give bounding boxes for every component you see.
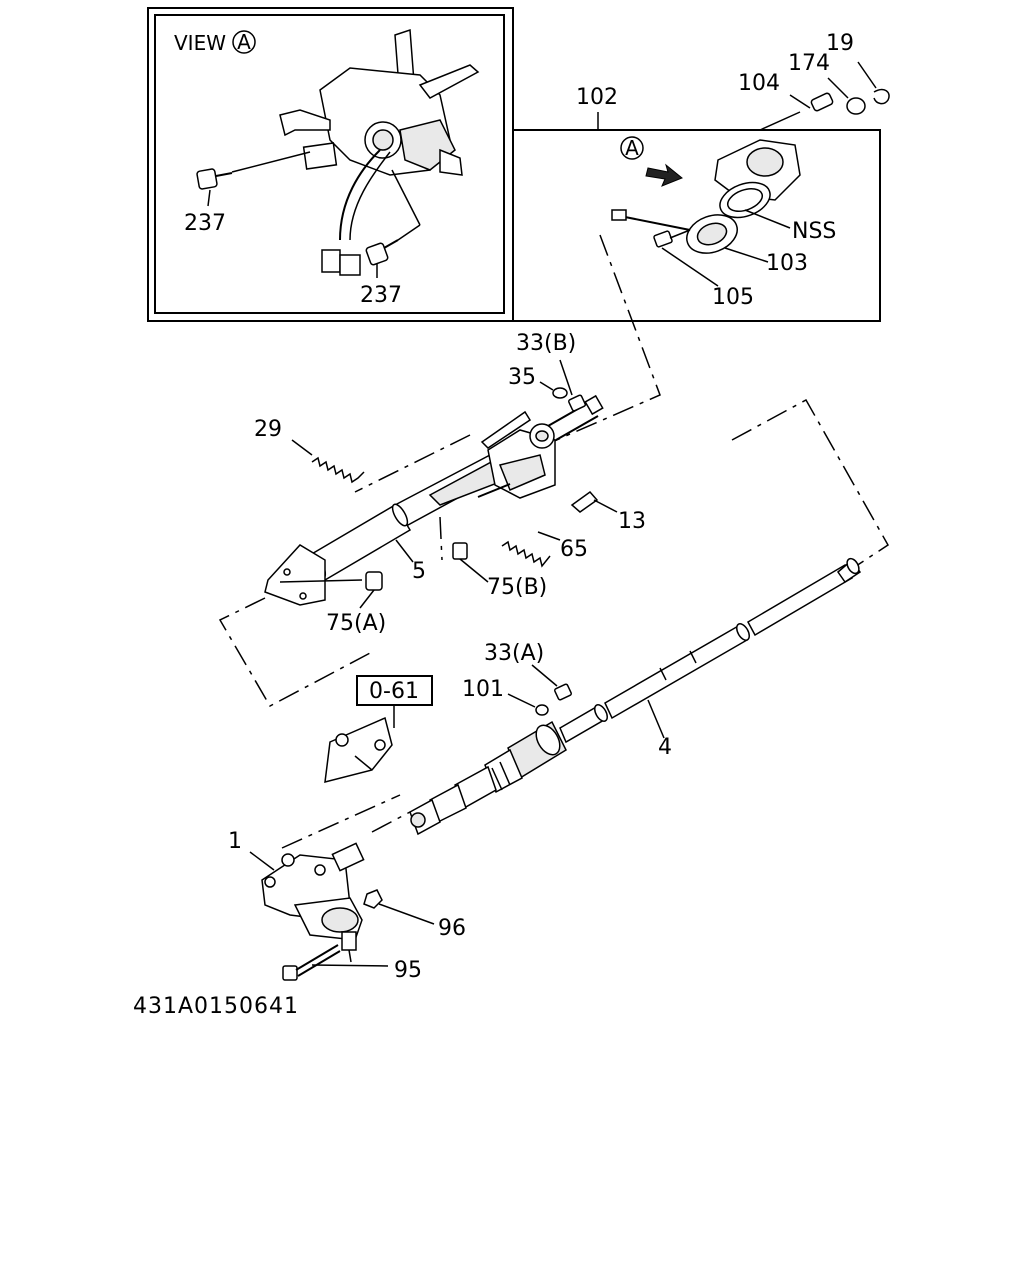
drawing-code: 431A0150641 — [133, 994, 299, 1019]
label-65: 65 — [560, 537, 588, 562]
bolt-75a — [279, 571, 383, 609]
label-101: 101 — [462, 677, 504, 702]
washer-101 — [507, 693, 549, 716]
leader-1 — [249, 851, 275, 871]
group-102-frame: 102 — [513, 85, 881, 322]
view-direction-arrow — [645, 163, 683, 187]
label-95: 95 — [394, 958, 422, 983]
view-marker-letter: A — [237, 30, 251, 54]
label-nss: NSS — [792, 219, 836, 244]
label-33b: 33(B) — [516, 331, 576, 356]
callout-marker-letter: A — [625, 136, 639, 160]
spring-65 — [501, 531, 561, 568]
bracket-0-61 — [324, 716, 393, 783]
label-33a: 33(A) — [484, 641, 544, 666]
label-5: 5 — [412, 559, 426, 584]
clip-19 — [857, 61, 890, 105]
nut-96 — [363, 889, 435, 925]
leader-dash-upper-shaft — [731, 398, 889, 571]
label-103: 103 — [766, 251, 808, 276]
leader-dash-29 — [354, 434, 471, 493]
inset-outer-frame — [147, 7, 514, 322]
label-35: 35 — [508, 365, 536, 390]
bolt-33a — [531, 664, 572, 701]
screw-104 — [789, 92, 834, 112]
label-29: 29 — [254, 417, 282, 442]
bolt-95 — [282, 944, 389, 981]
label-105: 105 — [712, 285, 754, 310]
label-102: 102 — [576, 85, 618, 110]
view-marker-circle — [232, 30, 256, 54]
bolt-105 — [611, 209, 719, 287]
label-19: 19 — [826, 31, 854, 56]
steering-column-5 — [264, 410, 532, 606]
shaft-joint-boot — [409, 720, 567, 836]
column-upper-housing — [477, 394, 604, 499]
inset-bracket-assembly — [279, 28, 480, 276]
leader-dash-0-61 — [281, 794, 401, 849]
pin-13 — [570, 490, 618, 513]
callout-marker-circle — [620, 136, 644, 160]
label-75b: 75(B) — [487, 575, 547, 600]
bolt-75b — [452, 542, 489, 583]
leader-dash-75b — [439, 516, 443, 561]
view-title: VIEW — [174, 31, 226, 55]
label-104: 104 — [738, 71, 780, 96]
key-cylinder-assembly — [686, 111, 801, 263]
washer-35 — [539, 381, 568, 399]
label-237-upper: 237 — [184, 211, 226, 236]
label-1: 1 — [228, 829, 242, 854]
label-75a: 75(A) — [326, 611, 386, 636]
leader-dash-102 — [544, 234, 661, 446]
view-a-inset: VIEW A — [147, 7, 514, 322]
intermediate-shaft-4 — [559, 557, 862, 744]
inset-screw-upper — [196, 151, 311, 190]
bolt-33b — [559, 359, 586, 412]
label-174: 174 — [788, 51, 830, 76]
label-237-lower: 237 — [360, 283, 402, 308]
collar-174 — [827, 77, 866, 115]
ref-box-label: 0-61 — [369, 679, 419, 704]
spring-29 — [291, 439, 365, 484]
label-13: 13 — [618, 509, 646, 534]
leader-5 — [395, 539, 414, 563]
inset-screw-lower — [365, 169, 421, 266]
label-96: 96 — [438, 916, 466, 941]
steering-gearbox-1 — [261, 811, 411, 963]
leader-dash-5 — [218, 597, 373, 708]
inset-inner-frame — [154, 14, 505, 314]
label-4: 4 — [658, 735, 672, 760]
